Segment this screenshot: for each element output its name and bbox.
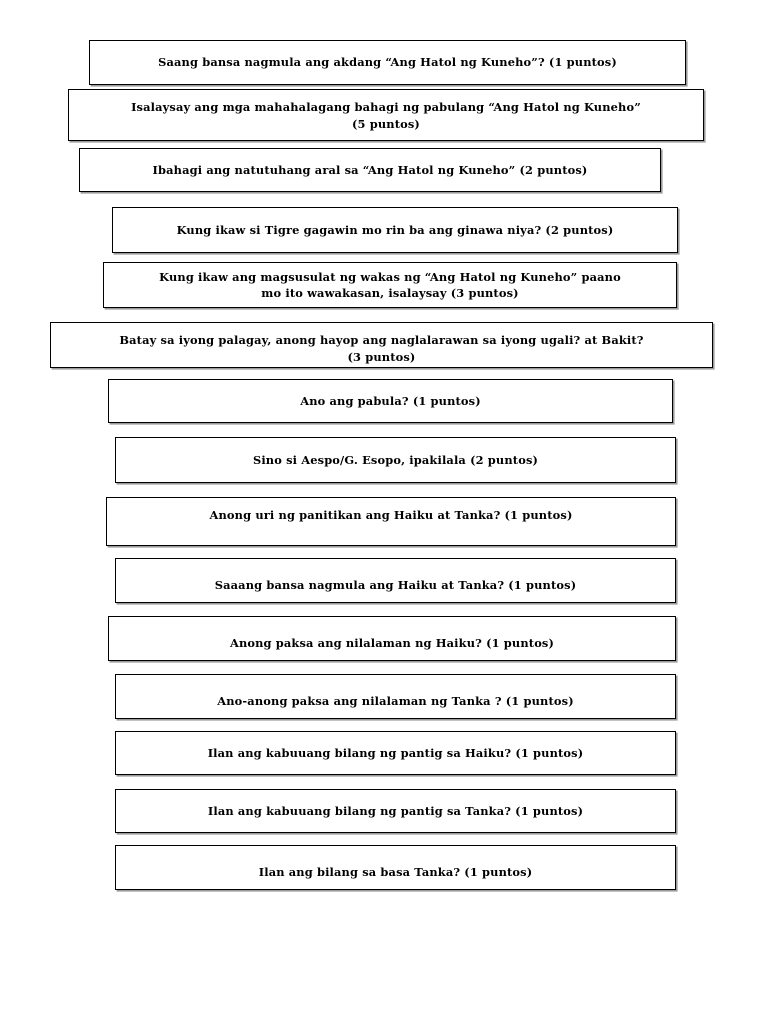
question-text: Anong uri ng panitikan ang Haiku at Tank… [209, 508, 573, 522]
question-box: Batay sa iyong palagay, anong hayop ang … [50, 322, 713, 368]
question-text: Kung ikaw si Tigre gagawin mo rin ba ang… [176, 222, 614, 237]
question-text: Batay sa iyong palagay, anong hayop ang … [119, 333, 644, 364]
question-text: Ilan ang kabuuang bilang ng pantig sa Ta… [207, 803, 584, 818]
question-box: Ano-anong paksa ang nilalaman ng Tanka ?… [115, 674, 676, 719]
question-box: Ano ang pabula? (1 puntos) [108, 379, 673, 423]
question-text: Kung ikaw ang magsusulat ng wakas ng “An… [159, 269, 621, 301]
question-box: Saaang bansa nagmula ang Haiku at Tanka?… [115, 558, 676, 603]
question-box: Kung ikaw si Tigre gagawin mo rin ba ang… [112, 207, 678, 253]
question-text: Ano ang pabula? (1 puntos) [300, 393, 481, 408]
question-text: Ilan ang bilang sa basa Tanka? (1 puntos… [258, 864, 533, 879]
question-text: Ibahagi ang natutuhang aral sa “Ang Hato… [152, 162, 588, 177]
question-box: Saang bansa nagmula ang akdang “Ang Hato… [89, 40, 686, 85]
question-text: Ilan ang kabuuang bilang ng pantig sa Ha… [207, 745, 584, 760]
question-text: Anong paksa ang nilalaman ng Haiku? (1 p… [229, 635, 555, 650]
question-box: Anong uri ng panitikan ang Haiku at Tank… [106, 497, 676, 546]
question-box: Isalaysay ang mga mahahalagang bahagi ng… [68, 89, 704, 141]
question-text: Sino si Aespo/G. Esopo, ipakilala (2 pun… [252, 452, 539, 467]
question-text: Ano-anong paksa ang nilalaman ng Tanka ?… [217, 693, 574, 708]
question-text: Saang bansa nagmula ang akdang “Ang Hato… [158, 55, 617, 70]
question-box: Anong paksa ang nilalaman ng Haiku? (1 p… [108, 616, 676, 661]
question-box: Ilan ang kabuuang bilang ng pantig sa Ha… [115, 731, 676, 775]
question-text: Saaang bansa nagmula ang Haiku at Tanka?… [214, 577, 577, 592]
question-box: Kung ikaw ang magsusulat ng wakas ng “An… [103, 262, 677, 308]
question-box: Sino si Aespo/G. Esopo, ipakilala (2 pun… [115, 437, 676, 483]
question-box: Ilan ang kabuuang bilang ng pantig sa Ta… [115, 789, 676, 833]
question-text: Isalaysay ang mga mahahalagang bahagi ng… [131, 100, 641, 131]
question-box: Ibahagi ang natutuhang aral sa “Ang Hato… [79, 148, 661, 192]
question-box: Ilan ang bilang sa basa Tanka? (1 puntos… [115, 845, 676, 890]
